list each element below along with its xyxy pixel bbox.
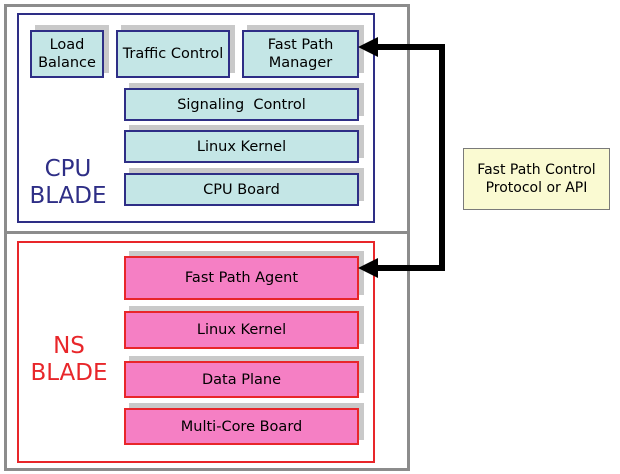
arrowhead-top xyxy=(358,37,378,57)
data-plane-label: Data Plane xyxy=(202,371,281,388)
protocol-note-line1: Fast Path Control xyxy=(477,162,596,178)
load-balance-line1: Load xyxy=(49,37,85,53)
fast-path-manager-box: Fast Path Manager xyxy=(242,30,359,78)
multi-core-board-label: Multi-Core Board xyxy=(180,418,303,435)
ns-blade-label-line1: NS xyxy=(53,333,85,359)
cpu-blade-label: CPU BLADE xyxy=(18,156,118,210)
ns-linux-kernel-label: Linux Kernel xyxy=(196,322,287,338)
ns-linux-kernel-box: Linux Kernel xyxy=(124,311,359,349)
load-balance-box: Load Balance xyxy=(30,30,104,78)
traffic-control-label: Traffic Control xyxy=(122,46,224,62)
connector-line xyxy=(374,44,445,271)
ns-blade-label-line2: BLADE xyxy=(30,360,108,386)
cpu-blade-label-line2: BLADE xyxy=(29,183,107,209)
protocol-note-line2: Protocol or API xyxy=(485,180,588,196)
fast-path-manager-line2: Manager xyxy=(268,55,333,71)
fast-path-agent-box: Fast Path Agent xyxy=(124,256,359,300)
fast-path-agent-label: Fast Path Agent xyxy=(184,270,299,286)
fast-path-manager-line1: Fast Path xyxy=(267,37,334,53)
cpu-board-label: CPU Board xyxy=(203,181,280,198)
load-balance-line2: Balance xyxy=(38,55,96,71)
cpu-blade-label-line1: CPU xyxy=(44,156,92,182)
signaling-control-label: Signaling Control xyxy=(177,96,306,113)
cpu-linux-kernel-label: Linux Kernel xyxy=(196,138,287,155)
cpu-board-box: CPU Board xyxy=(124,173,359,206)
data-plane-box: Data Plane xyxy=(124,361,359,398)
multi-core-board-box: Multi-Core Board xyxy=(124,408,359,445)
ns-blade-label: NS BLADE xyxy=(24,333,114,387)
signaling-control-box: Signaling Control xyxy=(124,88,359,121)
cpu-linux-kernel-box: Linux Kernel xyxy=(124,130,359,163)
arrowhead-bottom xyxy=(358,258,378,278)
traffic-control-box: Traffic Control xyxy=(116,30,230,78)
protocol-note: Fast Path Control Protocol or API xyxy=(463,148,610,210)
